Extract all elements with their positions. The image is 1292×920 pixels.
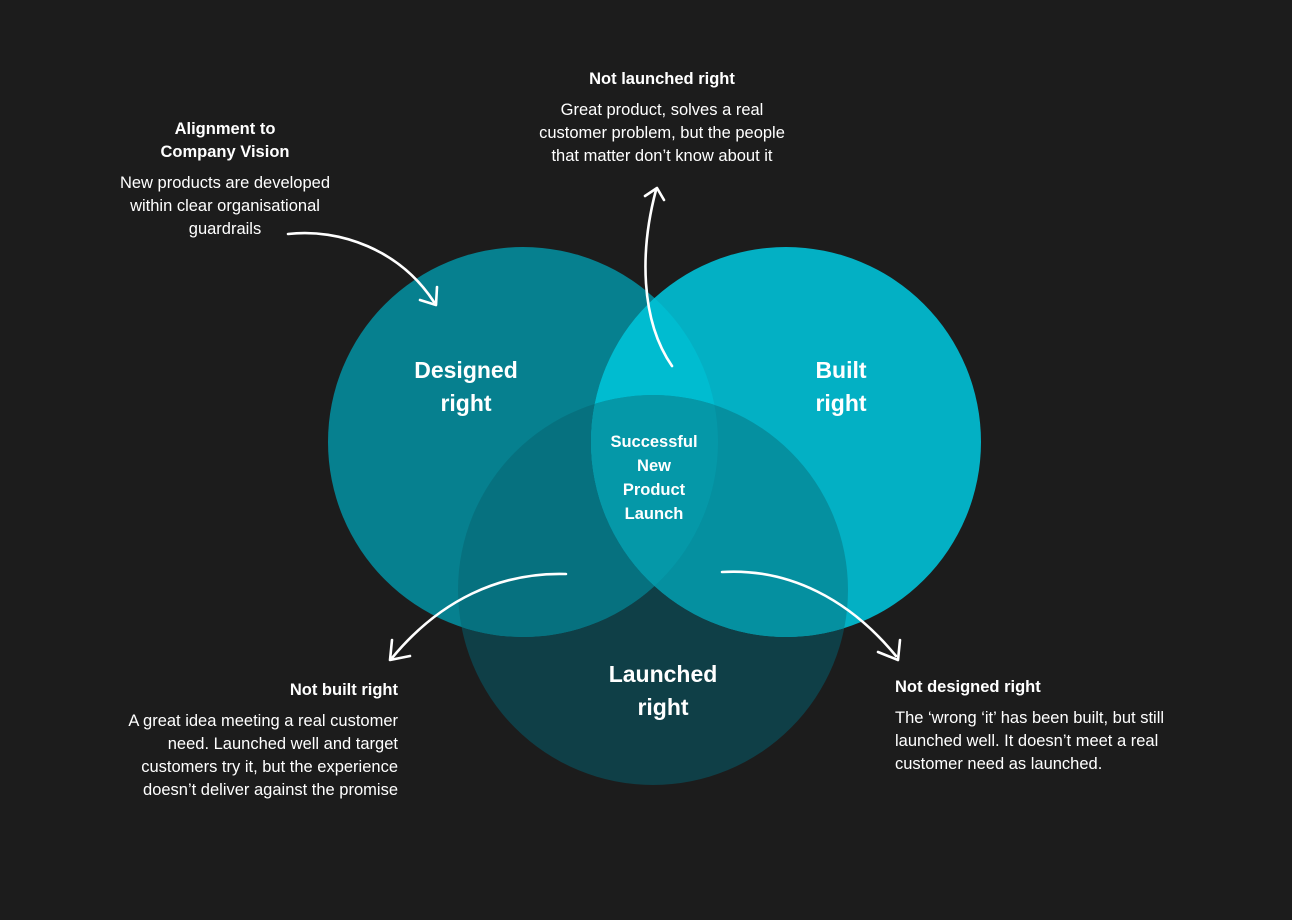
body-line: doesn’t deliver against the promise [143,781,398,799]
body-line: customer need as launched. [895,755,1103,773]
label-launched-line1: Launched [608,661,718,687]
center-line: New [637,457,671,475]
annotation-not-launched-right: Not launched right Great product, solves… [492,68,832,168]
center-line: Launch [624,505,684,523]
heading-line: Company Vision [160,143,290,161]
body-line: A great idea meeting a real customer [128,712,398,730]
arrow-alignment [286,231,439,307]
body-line: Great product, solves a real [560,101,764,119]
label-designed-line1: Designed [414,357,518,383]
body-line: need. Launched well and target [167,735,398,753]
body-line: customer problem, but the people [539,124,785,142]
label-launched-right: Launched right [583,658,743,724]
label-built-right: Built right [781,354,901,420]
arrow-not-built [388,572,568,662]
annotation-not-designed-body: The ‘wrong ‘it’ has been built, but stil… [895,707,1235,776]
label-designed-line2: right [440,390,492,416]
center-line: Product [622,481,686,499]
annotation-not-built-right: Not built right A great idea meeting a r… [60,679,398,802]
body-line: The ‘wrong ‘it’ has been built, but stil… [895,709,1165,727]
annotation-alignment-heading: Alignment to Company Vision [84,118,366,164]
label-built-line2: right [815,390,867,416]
body-line: guardrails [188,220,262,238]
arrow-not-designed [720,570,902,662]
label-launched-line2: right [637,694,689,720]
annotation-not-launched-body: Great product, solves a real customer pr… [492,99,832,168]
annotation-alignment-body: New products are developed within clear … [84,172,366,241]
label-designed-right: Designed right [396,354,536,420]
center-line: Successful [610,433,698,451]
body-line: within clear organisational [130,197,320,215]
label-successful-new-product-launch: Successful New Product Launch [594,430,714,526]
body-line: New products are developed [119,174,331,192]
heading-line: Alignment to [174,120,276,138]
annotation-alignment: Alignment to Company Vision New products… [84,118,366,241]
annotation-not-designed-right: Not designed right The ‘wrong ‘it’ has b… [895,676,1235,776]
annotation-not-launched-heading: Not launched right [589,70,735,88]
arrow-not-launched [643,186,674,368]
body-line: that matter don’t know about it [551,147,773,165]
body-line: customers try it, but the experience [141,758,398,776]
annotation-not-built-body: A great idea meeting a real customer nee… [60,710,398,802]
body-line: launched well. It doesn’t meet a real [895,732,1159,750]
label-built-line1: Built [815,357,867,383]
annotation-not-built-heading: Not built right [289,681,398,699]
annotation-not-designed-heading: Not designed right [895,678,1041,696]
